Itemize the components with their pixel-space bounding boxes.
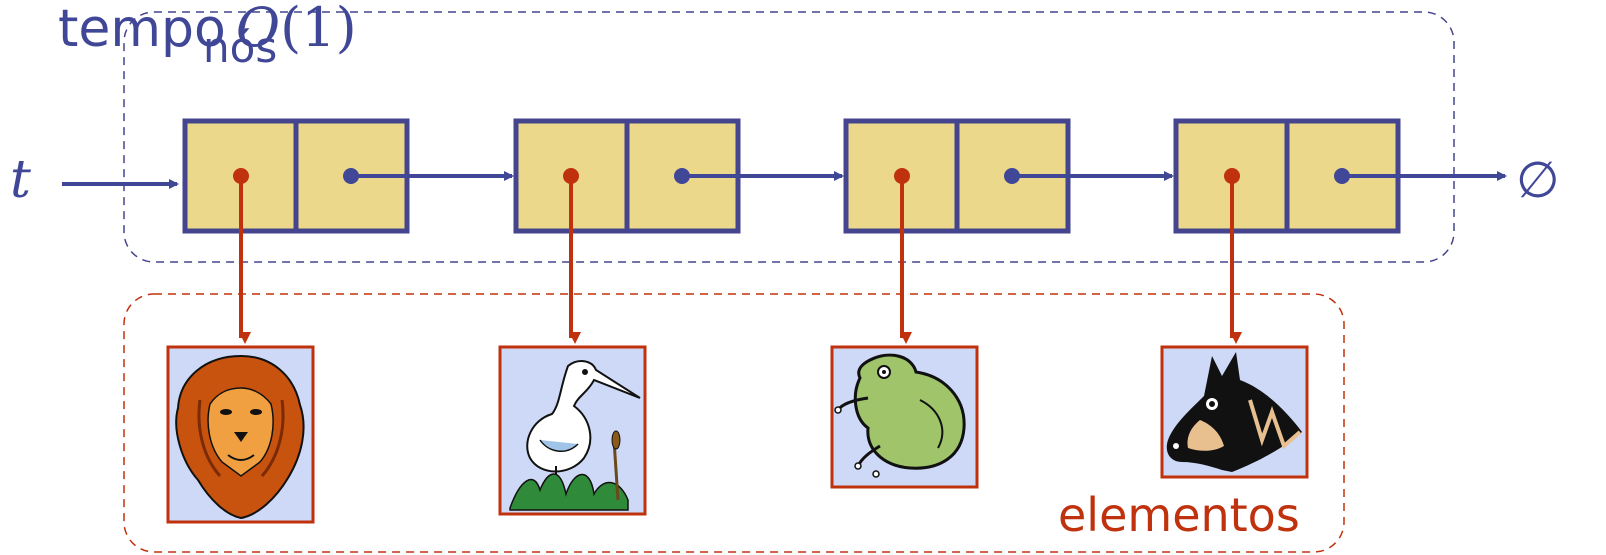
- null-symbol: ∅: [1516, 151, 1560, 209]
- list-node: [1173, 118, 1401, 234]
- horse-icon: [1166, 352, 1302, 472]
- elements-region-box: [123, 293, 1345, 553]
- element-image-heron: [498, 345, 647, 516]
- nodes-region-box: [123, 11, 1455, 263]
- element-image-lion: [166, 345, 315, 524]
- elements-region-label: elementos: [1058, 488, 1300, 542]
- lion-icon: [175, 354, 305, 520]
- frog-icon: [834, 353, 966, 478]
- nodes-region-label: nós: [203, 23, 277, 72]
- head-pointer-label: t: [10, 150, 31, 210]
- element-image-frog: [830, 345, 979, 489]
- element-image-horse: [1160, 345, 1309, 479]
- heron-icon: [509, 360, 641, 511]
